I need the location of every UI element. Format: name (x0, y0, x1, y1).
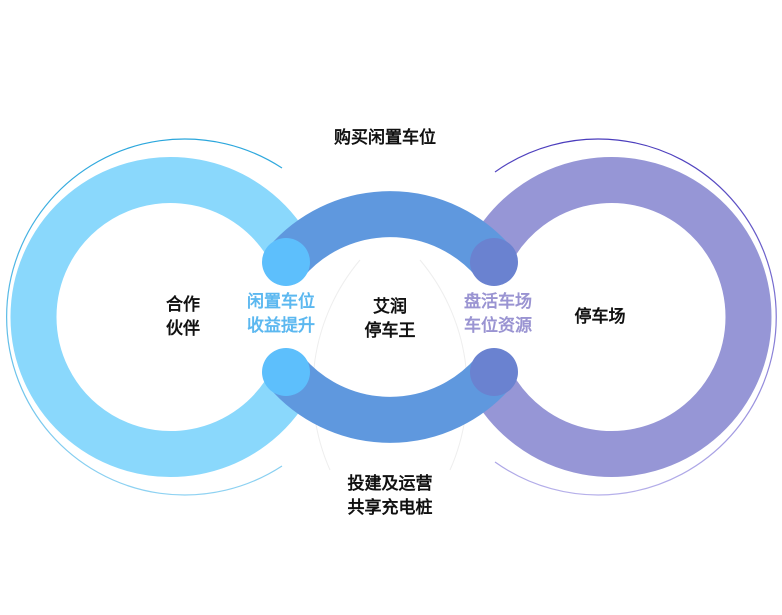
right-bottom-overlap (470, 348, 518, 396)
partner-label: 合作 伙伴 (150, 293, 216, 341)
right-ring (469, 157, 772, 477)
left-overlap-line2: 收益提升 (247, 316, 315, 336)
middle-ring-bottom (263, 349, 517, 443)
left-top-overlap (262, 238, 310, 286)
parking-lot-label: 停车场 (574, 307, 626, 327)
bottom-label-line1: 投建及运营 (347, 474, 433, 494)
brand-label: 艾润 停车王 (350, 295, 430, 343)
left-ring (10, 157, 313, 477)
right-top-overlap (470, 238, 518, 286)
bottom-label: 投建及运营 共享充电桩 (320, 472, 460, 520)
left-outer-arc (6, 138, 283, 496)
right-overlap-line2: 车位资源 (464, 316, 532, 336)
middle-faint-arc-right (419, 259, 468, 471)
left-overlap-label: 闲置车位 收益提升 (236, 290, 326, 338)
left-bottom-overlap (262, 348, 310, 396)
bottom-label-line2: 共享充电桩 (347, 498, 433, 518)
middle-ring-top (263, 191, 517, 285)
brand-label-line2: 停车王 (364, 321, 416, 341)
right-outer-arc (494, 138, 777, 496)
left-overlap-line1: 闲置车位 (247, 292, 315, 312)
right-overlap-line1: 盘活车场 (464, 292, 532, 312)
brand-label-line1: 艾润 (373, 297, 407, 317)
middle-faint-arc-left (312, 259, 361, 471)
right-overlap-label: 盘活车场 车位资源 (452, 290, 544, 338)
top-label: 购买闲置车位 (334, 128, 436, 148)
partner-label-line1: 合作 (166, 295, 200, 315)
partner-label-line2: 伙伴 (166, 319, 200, 339)
